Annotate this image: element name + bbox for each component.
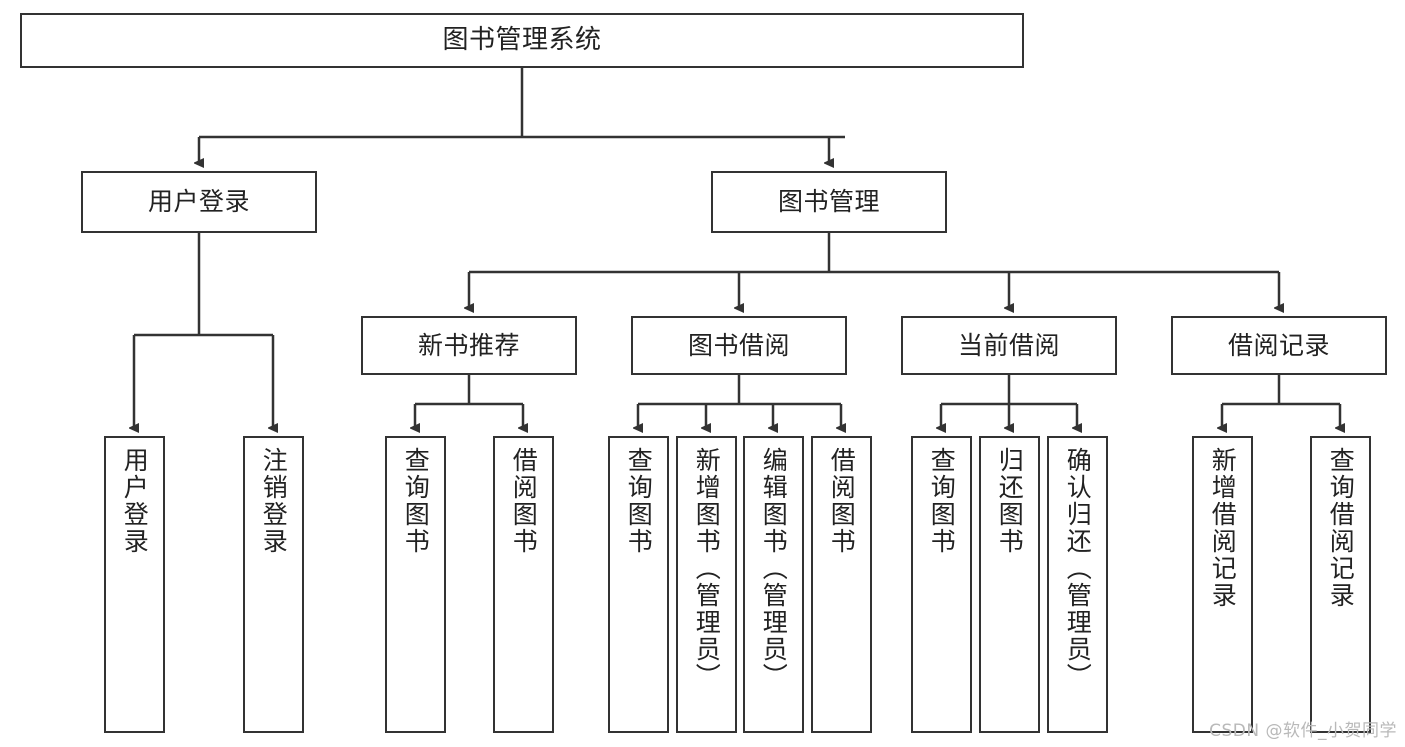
node-label: 新增借阅记录: [1208, 447, 1238, 609]
node-root-book-management-system[interactable]: 图书管理系统: [20, 13, 1024, 68]
node-leaf-borrow-book[interactable]: 借阅图书: [811, 436, 872, 733]
node-label: 查询图书: [927, 447, 957, 555]
node-label: 用户登录: [120, 447, 150, 555]
node-label: 查询图书: [401, 447, 431, 555]
node-leaf-confirm-return-admin[interactable]: 确认归还（管理员）: [1047, 436, 1108, 733]
csdn-watermark: CSDN @软件_小贺同学: [1209, 721, 1397, 741]
node-label: 注销登录: [259, 447, 289, 555]
node-new-book-recommend[interactable]: 新书推荐: [361, 316, 577, 375]
node-leaf-query-borrow-record[interactable]: 查询借阅记录: [1310, 436, 1371, 733]
node-leaf-logout[interactable]: 注销登录: [243, 436, 304, 733]
node-book-borrow[interactable]: 图书借阅: [631, 316, 847, 375]
node-current-borrow[interactable]: 当前借阅: [901, 316, 1117, 375]
node-label: 新书推荐: [417, 330, 520, 360]
node-leaf-query-book-borrow[interactable]: 查询图书: [608, 436, 669, 733]
node-label: 查询借阅记录: [1326, 447, 1356, 609]
node-leaf-add-borrow-record[interactable]: 新增借阅记录: [1192, 436, 1253, 733]
node-label: 图书借阅: [687, 330, 790, 360]
node-label: 确认归还（管理员）: [1063, 447, 1093, 690]
node-label: 借阅图书: [827, 447, 857, 555]
node-label: 图书管理: [777, 187, 880, 217]
node-leaf-edit-book-admin[interactable]: 编辑图书（管理员）: [743, 436, 804, 733]
node-label: 借阅记录: [1227, 330, 1330, 360]
node-leaf-borrow-book-recommend[interactable]: 借阅图书: [493, 436, 554, 733]
node-borrow-records[interactable]: 借阅记录: [1171, 316, 1387, 375]
node-label: 图书管理系统: [442, 25, 602, 56]
node-label: 查询图书: [624, 447, 654, 555]
node-label: 编辑图书（管理员）: [759, 447, 789, 690]
node-label: 借阅图书: [509, 447, 539, 555]
node-leaf-add-book-admin[interactable]: 新增图书（管理员）: [676, 436, 737, 733]
node-leaf-query-book-recommend[interactable]: 查询图书: [385, 436, 446, 733]
node-leaf-user-login[interactable]: 用户登录: [104, 436, 165, 733]
node-leaf-query-book-current[interactable]: 查询图书: [911, 436, 972, 733]
node-label: 归还图书: [995, 447, 1025, 555]
node-label: 新增图书（管理员）: [692, 447, 722, 690]
node-label: 当前借阅: [957, 330, 1060, 360]
node-book-management[interactable]: 图书管理: [711, 171, 947, 233]
node-user-login[interactable]: 用户登录: [81, 171, 317, 233]
node-leaf-return-book[interactable]: 归还图书: [979, 436, 1040, 733]
node-label: 用户登录: [147, 187, 250, 217]
